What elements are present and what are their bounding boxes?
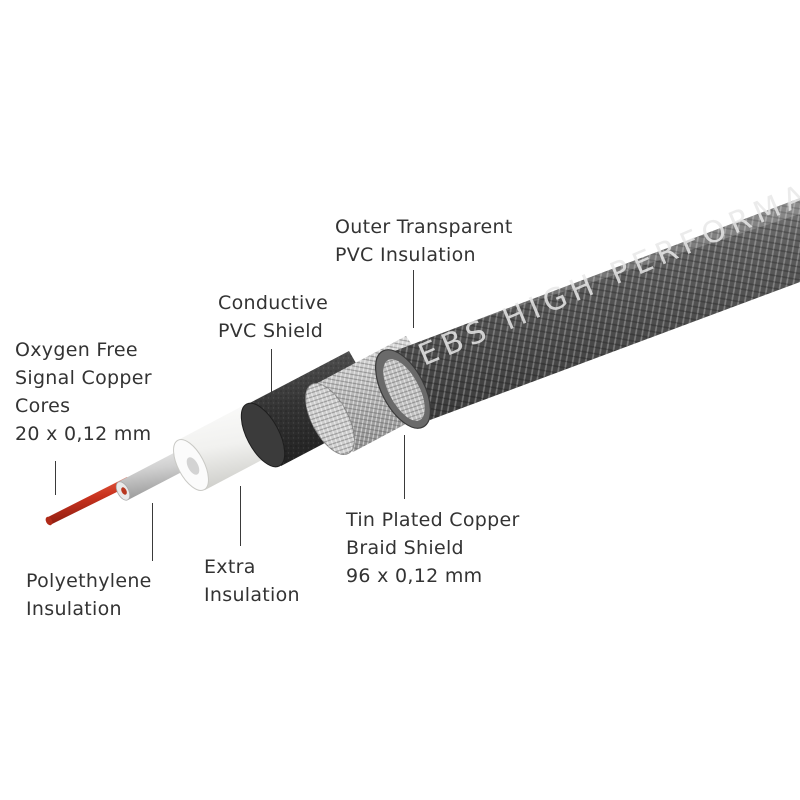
label-signal-core-line-2: Signal Copper bbox=[15, 367, 152, 389]
label-extra-insulation-line-1: Extra bbox=[204, 556, 256, 578]
label-outer-jacket-line-1: Outer Transparent bbox=[335, 216, 513, 238]
label-polyethylene-line-1: Polyethylene bbox=[26, 570, 152, 592]
label-signal-core-line-4: 20 x 0,12 mm bbox=[15, 423, 152, 445]
label-polyethylene-line-2: Insulation bbox=[26, 598, 122, 620]
leader-line-outer-jacket bbox=[413, 270, 414, 328]
label-extra-insulation-line-2: Insulation bbox=[204, 584, 300, 606]
label-braid-shield-line-1: Tin Plated Copper bbox=[346, 509, 520, 531]
leader-line-polyethylene bbox=[152, 503, 153, 561]
label-braid-shield-line-3: 96 x 0,12 mm bbox=[346, 565, 483, 587]
label-signal-core: Oxygen Free Signal Copper Cores 20 x 0,1… bbox=[15, 336, 152, 448]
label-signal-core-line-3: Cores bbox=[15, 395, 71, 417]
outer-jacket-layer: EBS HIGH PERFORMANCE bbox=[374, 145, 800, 429]
leader-line-extra-insulation bbox=[240, 486, 241, 546]
leader-line-conductive-shield bbox=[271, 349, 272, 399]
leader-line-braid-shield bbox=[404, 435, 405, 499]
label-outer-jacket-line-2: PVC Insulation bbox=[335, 244, 476, 266]
label-extra-insulation: Extra Insulation bbox=[204, 553, 300, 609]
label-conductive-shield: Conductive PVC Shield bbox=[218, 289, 328, 345]
label-braid-shield-line-2: Braid Shield bbox=[346, 537, 464, 559]
label-signal-core-line-1: Oxygen Free bbox=[15, 339, 138, 361]
label-outer-jacket: Outer Transparent PVC Insulation bbox=[335, 213, 513, 269]
label-conductive-shield-line-2: PVC Shield bbox=[218, 320, 324, 342]
label-polyethylene: Polyethylene Insulation bbox=[26, 567, 152, 623]
label-conductive-shield-line-1: Conductive bbox=[218, 292, 329, 314]
label-braid-shield: Tin Plated Copper Braid Shield 96 x 0,12… bbox=[346, 506, 520, 590]
copper-core bbox=[45, 477, 133, 526]
leader-line-signal-core bbox=[55, 461, 56, 495]
